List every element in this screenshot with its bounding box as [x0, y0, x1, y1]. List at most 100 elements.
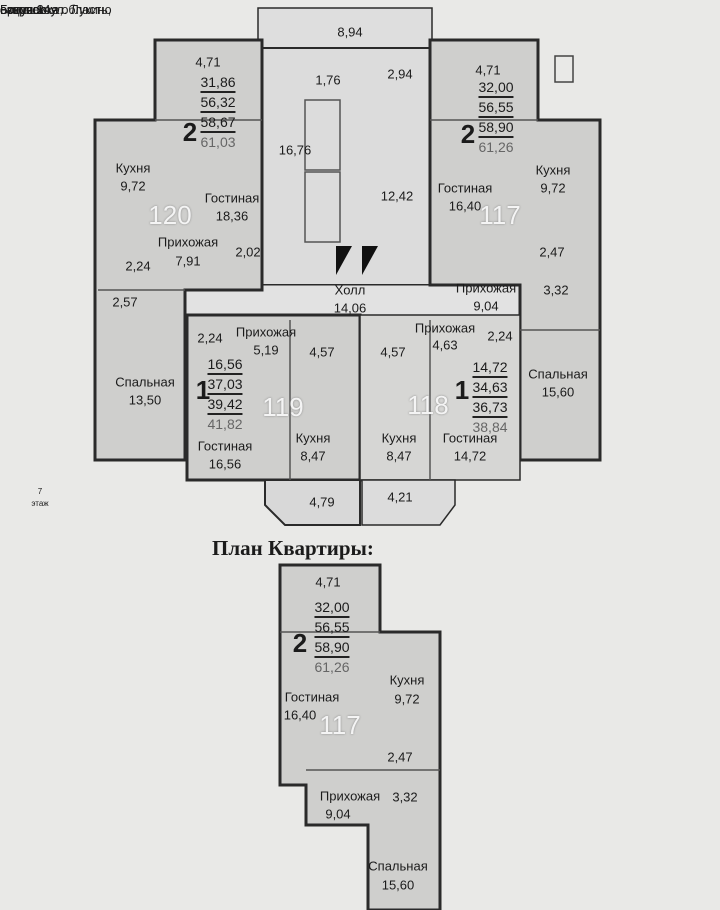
plan-living-label: Гостиная — [284, 689, 340, 705]
hall-label: Холл — [334, 282, 366, 298]
hall-area: 14,06 — [333, 300, 367, 316]
area-full: 61,03 — [200, 134, 236, 150]
apt-120-kitchen-label: Кухня — [115, 160, 151, 176]
apt-118-hall-area: 4,63 — [432, 337, 458, 353]
area-full: 61,26 — [478, 139, 514, 155]
core-stairwell — [261, 47, 431, 286]
apt-119-closet: 2,24 — [197, 330, 223, 346]
apt-118-rooms: 1 — [454, 375, 470, 405]
apt-118-balcony: 4,21 — [387, 489, 413, 505]
plan-hall-area: 9,04 — [325, 806, 351, 822]
apt-118-living-label: Гостиная — [442, 430, 498, 446]
apt-118-balcony — [361, 479, 456, 526]
apt-120-bedroom-area: 13,50 — [128, 392, 162, 408]
area-total: 56,32 — [200, 93, 236, 113]
address-line: орпус 14 — [0, 3, 51, 17]
core-balcony-area: 8,94 — [337, 24, 363, 40]
apt-119-number: 119 — [262, 392, 304, 422]
apt-117-kitchen-label: Кухня — [535, 162, 571, 178]
apt-117-outline — [428, 38, 602, 462]
apt-119-hall-area: 5,19 — [253, 342, 279, 358]
apt-117-bath1: 2,47 — [539, 244, 565, 260]
area-total-loggia: 39,42 — [207, 395, 243, 415]
area-living: 32,00 — [478, 78, 514, 98]
apt-120-bath1: 2,02 — [235, 244, 261, 260]
apt-119-balcony: 4,79 — [309, 494, 335, 510]
apt-117-bedroom-label: Спальная — [528, 366, 588, 382]
lift-lobby-area: 12,42 — [380, 188, 414, 204]
apt-117-bath2: 3,32 — [543, 282, 569, 298]
apt-118-closet: 2,24 — [487, 328, 513, 344]
area-total: 34,63 — [472, 378, 508, 398]
core-room-b-area: 2,94 — [387, 66, 413, 82]
floor-label: этаж — [31, 499, 49, 508]
apt-120-hall-area: 7,91 — [175, 253, 201, 269]
floor-number: 7 — [37, 487, 43, 496]
address-line: осковская область, — [0, 3, 112, 17]
apt-117-hall-area: 9,04 — [473, 298, 499, 314]
apt-117-number: 117 — [479, 200, 521, 230]
apt-119-kitchen-label: Кухня — [295, 430, 331, 446]
area-total-loggia: 58,90 — [314, 638, 350, 658]
apt-117-hall-label: Прихожая — [455, 280, 517, 296]
plan-rooms: 2 — [292, 628, 308, 658]
apt-119-living-area: 16,56 — [208, 456, 242, 472]
plan-bath2: 3,32 — [392, 789, 418, 805]
area-total: 56,55 — [478, 98, 514, 118]
area-total-loggia: 36,73 — [472, 398, 508, 418]
apt-119-kitchen-area: 8,47 — [300, 448, 326, 464]
apt-120-living-label: Гостиная — [204, 190, 260, 206]
apt-119-bath: 4,57 — [309, 344, 335, 360]
area-living: 31,86 — [200, 73, 236, 93]
core-balcony — [257, 7, 433, 49]
legend-box — [554, 55, 574, 83]
plan-living-area: 16,40 — [283, 707, 317, 723]
apt-117-plan-outline — [278, 563, 442, 910]
plan-kitchen-label: Кухня — [389, 672, 425, 688]
apt-120-number: 120 — [148, 200, 192, 230]
area-living: 32,00 — [314, 598, 350, 618]
plan-bath1: 2,47 — [387, 749, 413, 765]
stairs-area: 16,76 — [278, 142, 312, 158]
apt-120-loggia: 4,71 — [195, 54, 221, 70]
area-full: 61,26 — [314, 659, 350, 675]
apt-118-living-area: 14,72 — [453, 448, 487, 464]
apt-117-kitchen-area: 9,72 — [540, 180, 566, 196]
apt-120-bath3: 2,57 — [112, 294, 138, 310]
area-living: 16,56 — [207, 355, 243, 375]
plan-title: План Квартиры: — [212, 536, 374, 560]
plan-loggia: 4,71 — [315, 574, 341, 590]
area-total: 37,03 — [207, 375, 243, 395]
apt-120-living-area: 18,36 — [215, 208, 249, 224]
apt-120-rooms: 2 — [182, 117, 198, 147]
area-total: 56,55 — [314, 618, 350, 638]
apt-118-kitchen-area: 8,47 — [386, 448, 412, 464]
apt-117-living-area: 16,40 — [448, 198, 482, 214]
apt-118-bath: 4,57 — [380, 344, 406, 360]
apt-119-balcony — [264, 479, 361, 526]
area-total-loggia: 58,67 — [200, 113, 236, 133]
apt-119-rooms: 1 — [195, 375, 211, 405]
apt-118-number: 118 — [407, 390, 449, 420]
area-full: 41,82 — [207, 416, 243, 432]
apt-117-rooms: 2 — [460, 119, 476, 149]
address-line: екция 2 — [0, 3, 44, 17]
apt-117-living-label: Гостиная — [437, 180, 493, 196]
apt-120-kitchen-area: 9,72 — [120, 178, 146, 194]
apt-120-bedroom-label: Спальная — [115, 374, 175, 390]
area-living: 14,72 — [472, 358, 508, 378]
address-line: Балашиха, — [0, 3, 63, 17]
plan-hall-label: Прихожая — [319, 788, 381, 804]
apt-119-hall-label: Прихожая — [235, 324, 297, 340]
apt-119-living-label: Гостиная — [197, 438, 253, 454]
apt-120-outline — [93, 38, 264, 462]
area-full: 38,84 — [472, 419, 508, 435]
apt-117-loggia: 4,71 — [475, 62, 501, 78]
apt-117-bedroom-area: 15,60 — [541, 384, 575, 400]
